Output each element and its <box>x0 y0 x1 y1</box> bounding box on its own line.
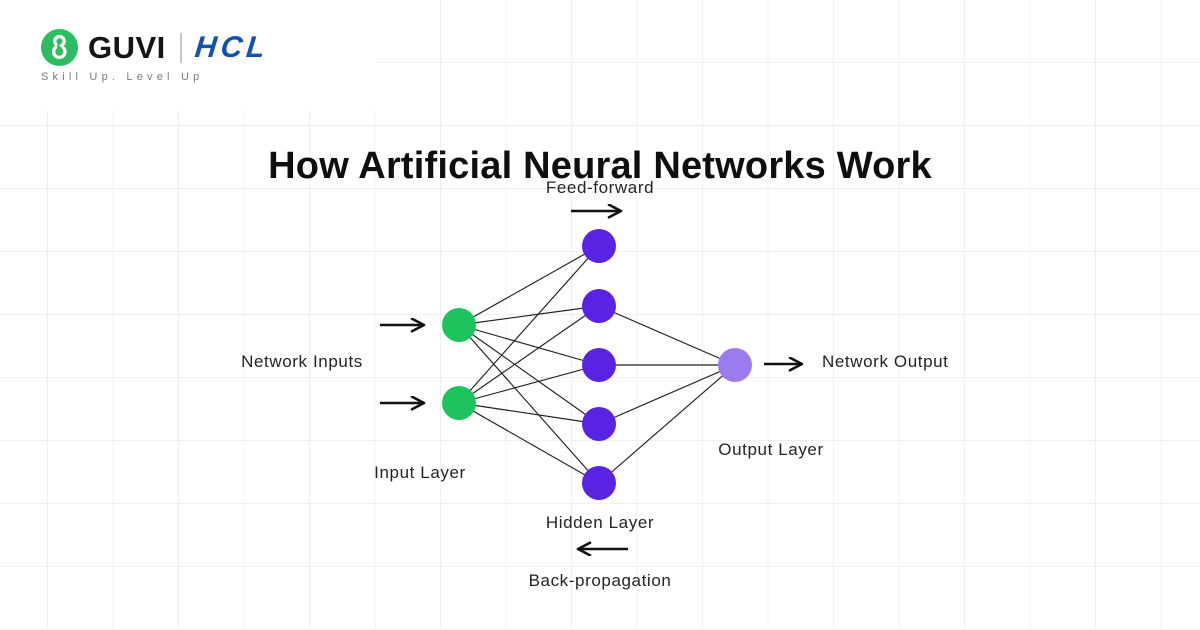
edge-i1-h1 <box>458 305 600 404</box>
edge-h4-o0 <box>598 364 736 484</box>
edge-i0-h4 <box>458 324 600 484</box>
edge-i1-h2 <box>458 364 600 404</box>
hidden-node-h3 <box>582 407 616 441</box>
edge-h3-o0 <box>598 364 736 425</box>
edge-i1-h0 <box>458 245 600 404</box>
brand-divider <box>179 32 182 63</box>
network-inputs-label: Network Inputs <box>241 352 363 371</box>
guvi-logo-icon <box>41 29 78 66</box>
output-layer-label: Output Layer <box>718 440 824 459</box>
edge-i0-h2 <box>458 324 600 366</box>
edge-i1-h3 <box>458 402 600 425</box>
feed-forward-label: Feed-forward <box>545 178 655 197</box>
edge-h1-o0 <box>598 305 736 366</box>
guvi-wordmark: GUVI <box>88 29 166 65</box>
brand-tagline: Skill Up. Level Up <box>41 71 204 83</box>
edge-i0-h0 <box>458 245 600 326</box>
input-node-i1 <box>442 386 476 420</box>
back-propagation-label: Back-propagation <box>528 571 672 590</box>
input-node-i0 <box>442 308 476 342</box>
input-layer-label: Input Layer <box>374 463 466 482</box>
page-title: How Artificial Neural Networks Work <box>268 145 932 188</box>
output-node-o0 <box>718 348 752 382</box>
brand-header: GUVI HCL <box>41 29 270 66</box>
edge-i0-h3 <box>458 324 600 425</box>
hidden-node-h0 <box>582 229 616 263</box>
hidden-node-h2 <box>582 348 616 382</box>
hidden-layer-label: Hidden Layer <box>545 513 655 532</box>
hidden-node-h4 <box>582 466 616 500</box>
hidden-node-h1 <box>582 289 616 323</box>
edge-i1-h4 <box>458 402 600 484</box>
edge-i0-h1 <box>458 305 600 326</box>
network-output-label: Network Output <box>822 352 949 371</box>
